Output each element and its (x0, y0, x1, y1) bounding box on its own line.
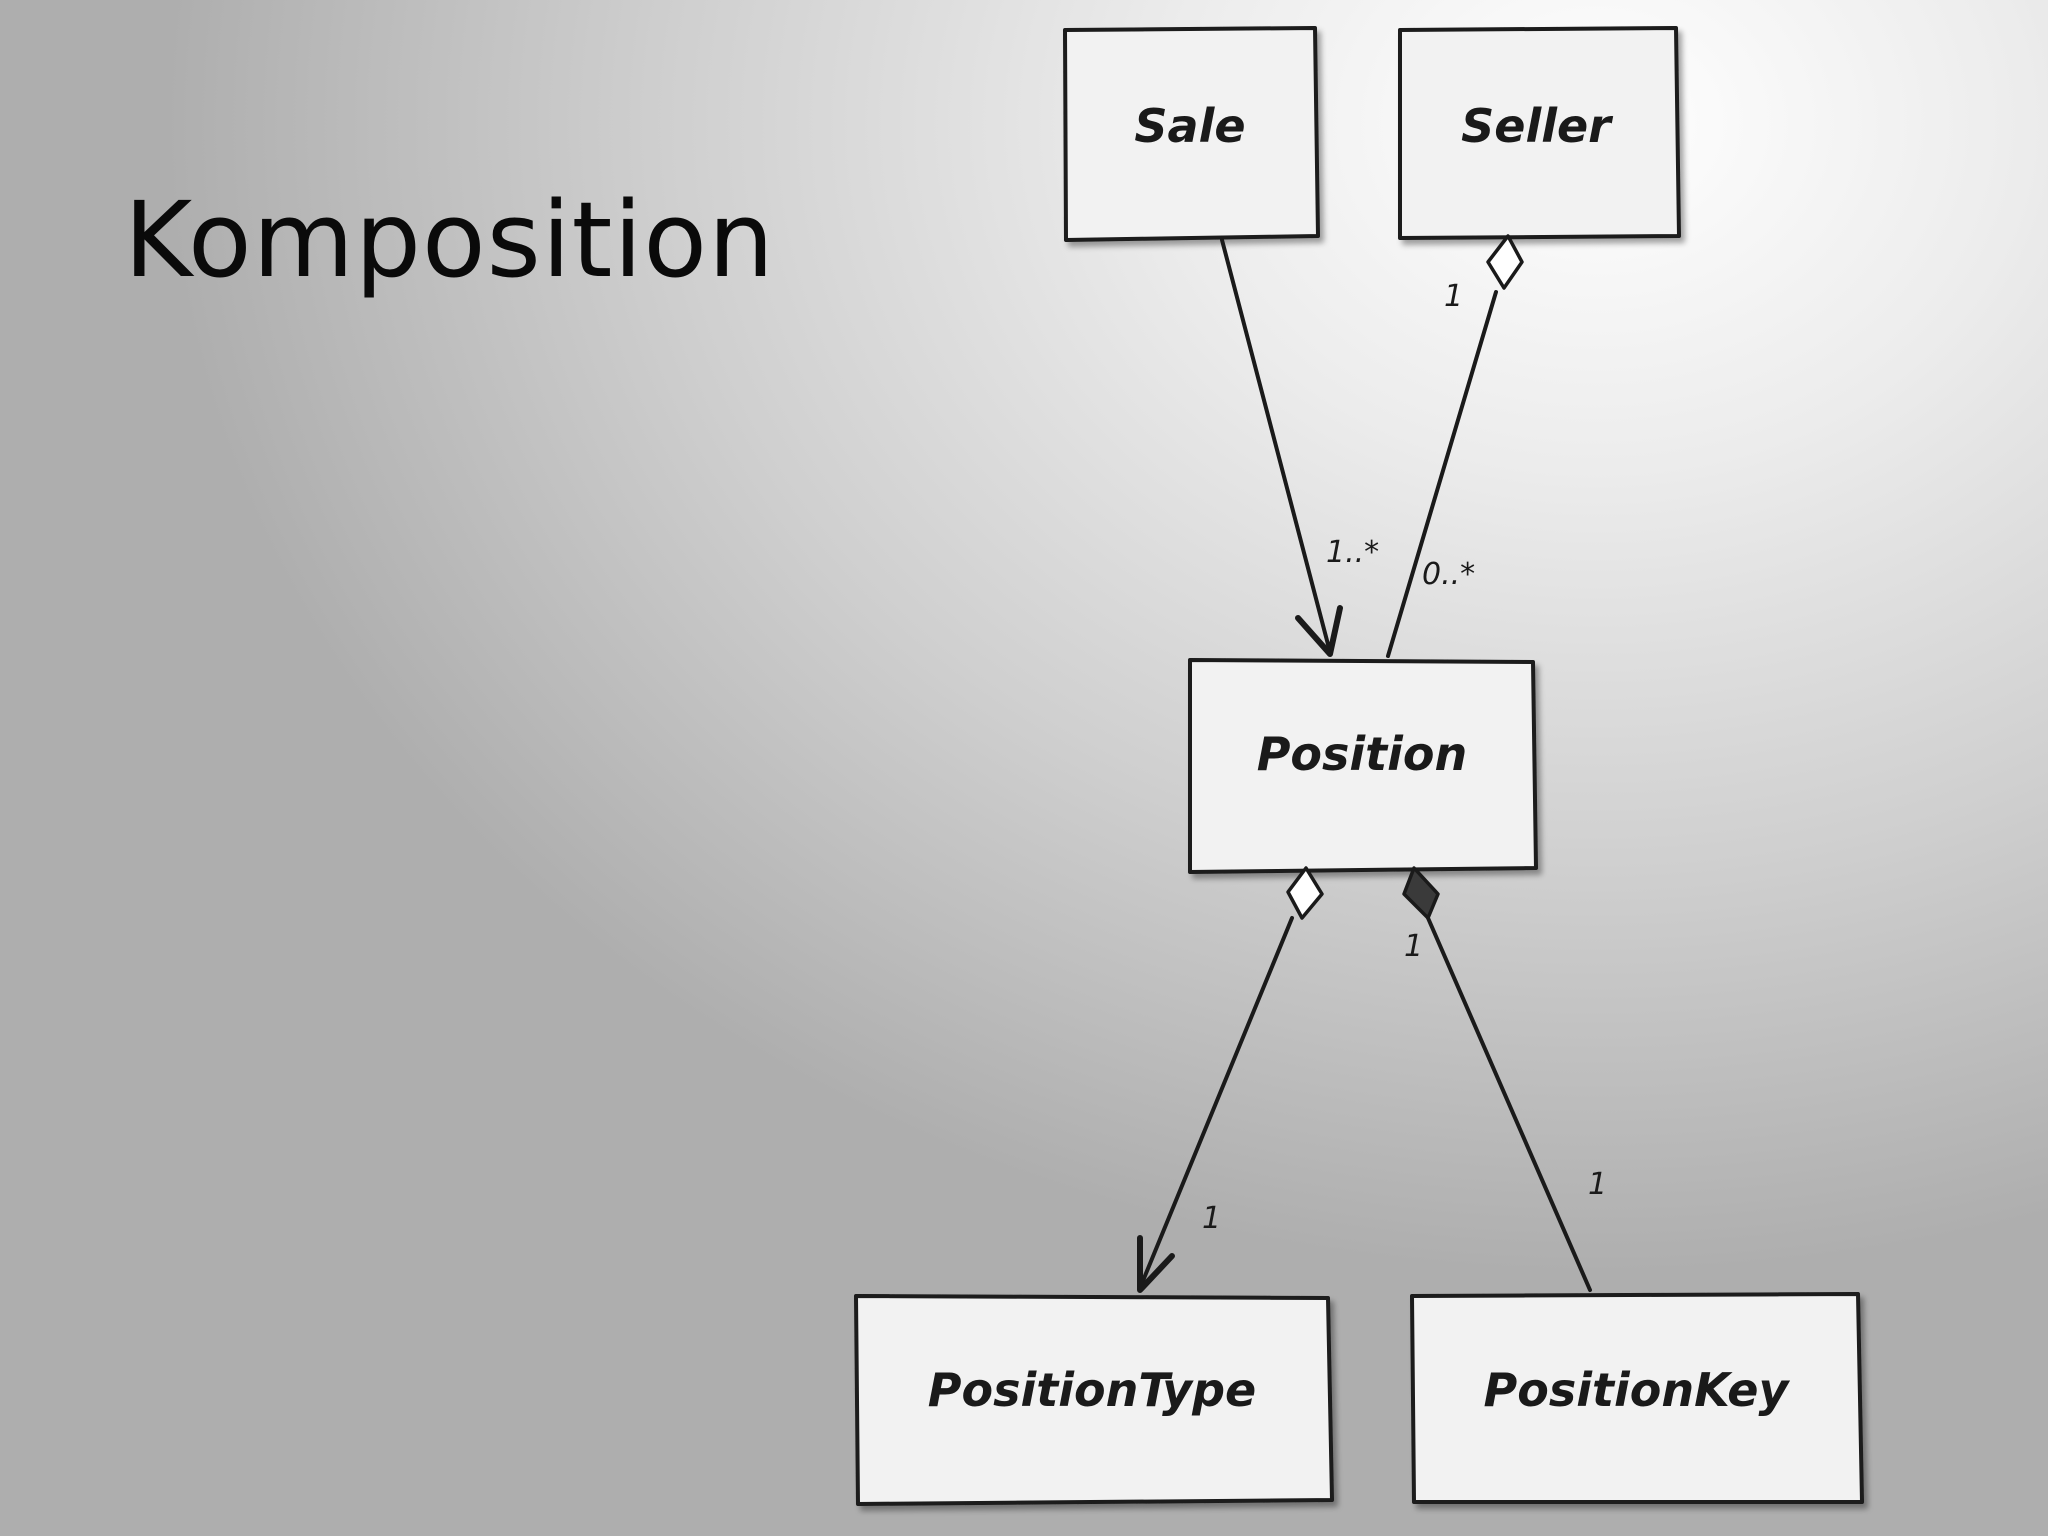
class-positiontype-label: PositionType (928, 1363, 1256, 1417)
relation-sale-position: 1..* (1220, 238, 1379, 657)
relation-seller-position: 1 0..* (1386, 234, 1524, 658)
multiplicity-position-positionkey-target: 1 (1588, 1167, 1607, 1202)
aggregation-diamond-icon (1286, 866, 1324, 920)
class-seller: Seller (1398, 26, 1681, 240)
class-sale: Sale (1063, 26, 1320, 242)
class-position-label: Position (1257, 727, 1468, 781)
class-sale-label: Sale (1134, 99, 1245, 153)
class-positionkey: PositionKey (1410, 1292, 1864, 1504)
relation-position-positionkey: 1 1 (1402, 866, 1607, 1292)
aggregation-diamond-icon (1486, 234, 1524, 290)
multiplicity-position-positionkey-source: 1 (1404, 929, 1423, 964)
multiplicity-sale-position-target: 1..* (1326, 535, 1379, 570)
multiplicity-position-positiontype-target: 1 (1202, 1201, 1221, 1236)
relation-position-positiontype: 1 (1137, 866, 1324, 1293)
class-position: Position (1188, 658, 1538, 874)
multiplicity-seller-position-source: 1 (1444, 279, 1463, 314)
class-positiontype: PositionType (854, 1294, 1334, 1506)
class-seller-label: Seller (1461, 99, 1614, 153)
arrowhead-icon (1295, 605, 1343, 657)
arrowhead-icon (1137, 1235, 1175, 1293)
slide-title: Komposition (124, 179, 775, 301)
class-positionkey-label: PositionKey (1484, 1363, 1791, 1417)
multiplicity-seller-position-target: 0..* (1422, 557, 1475, 592)
composition-diamond-icon (1402, 866, 1440, 920)
